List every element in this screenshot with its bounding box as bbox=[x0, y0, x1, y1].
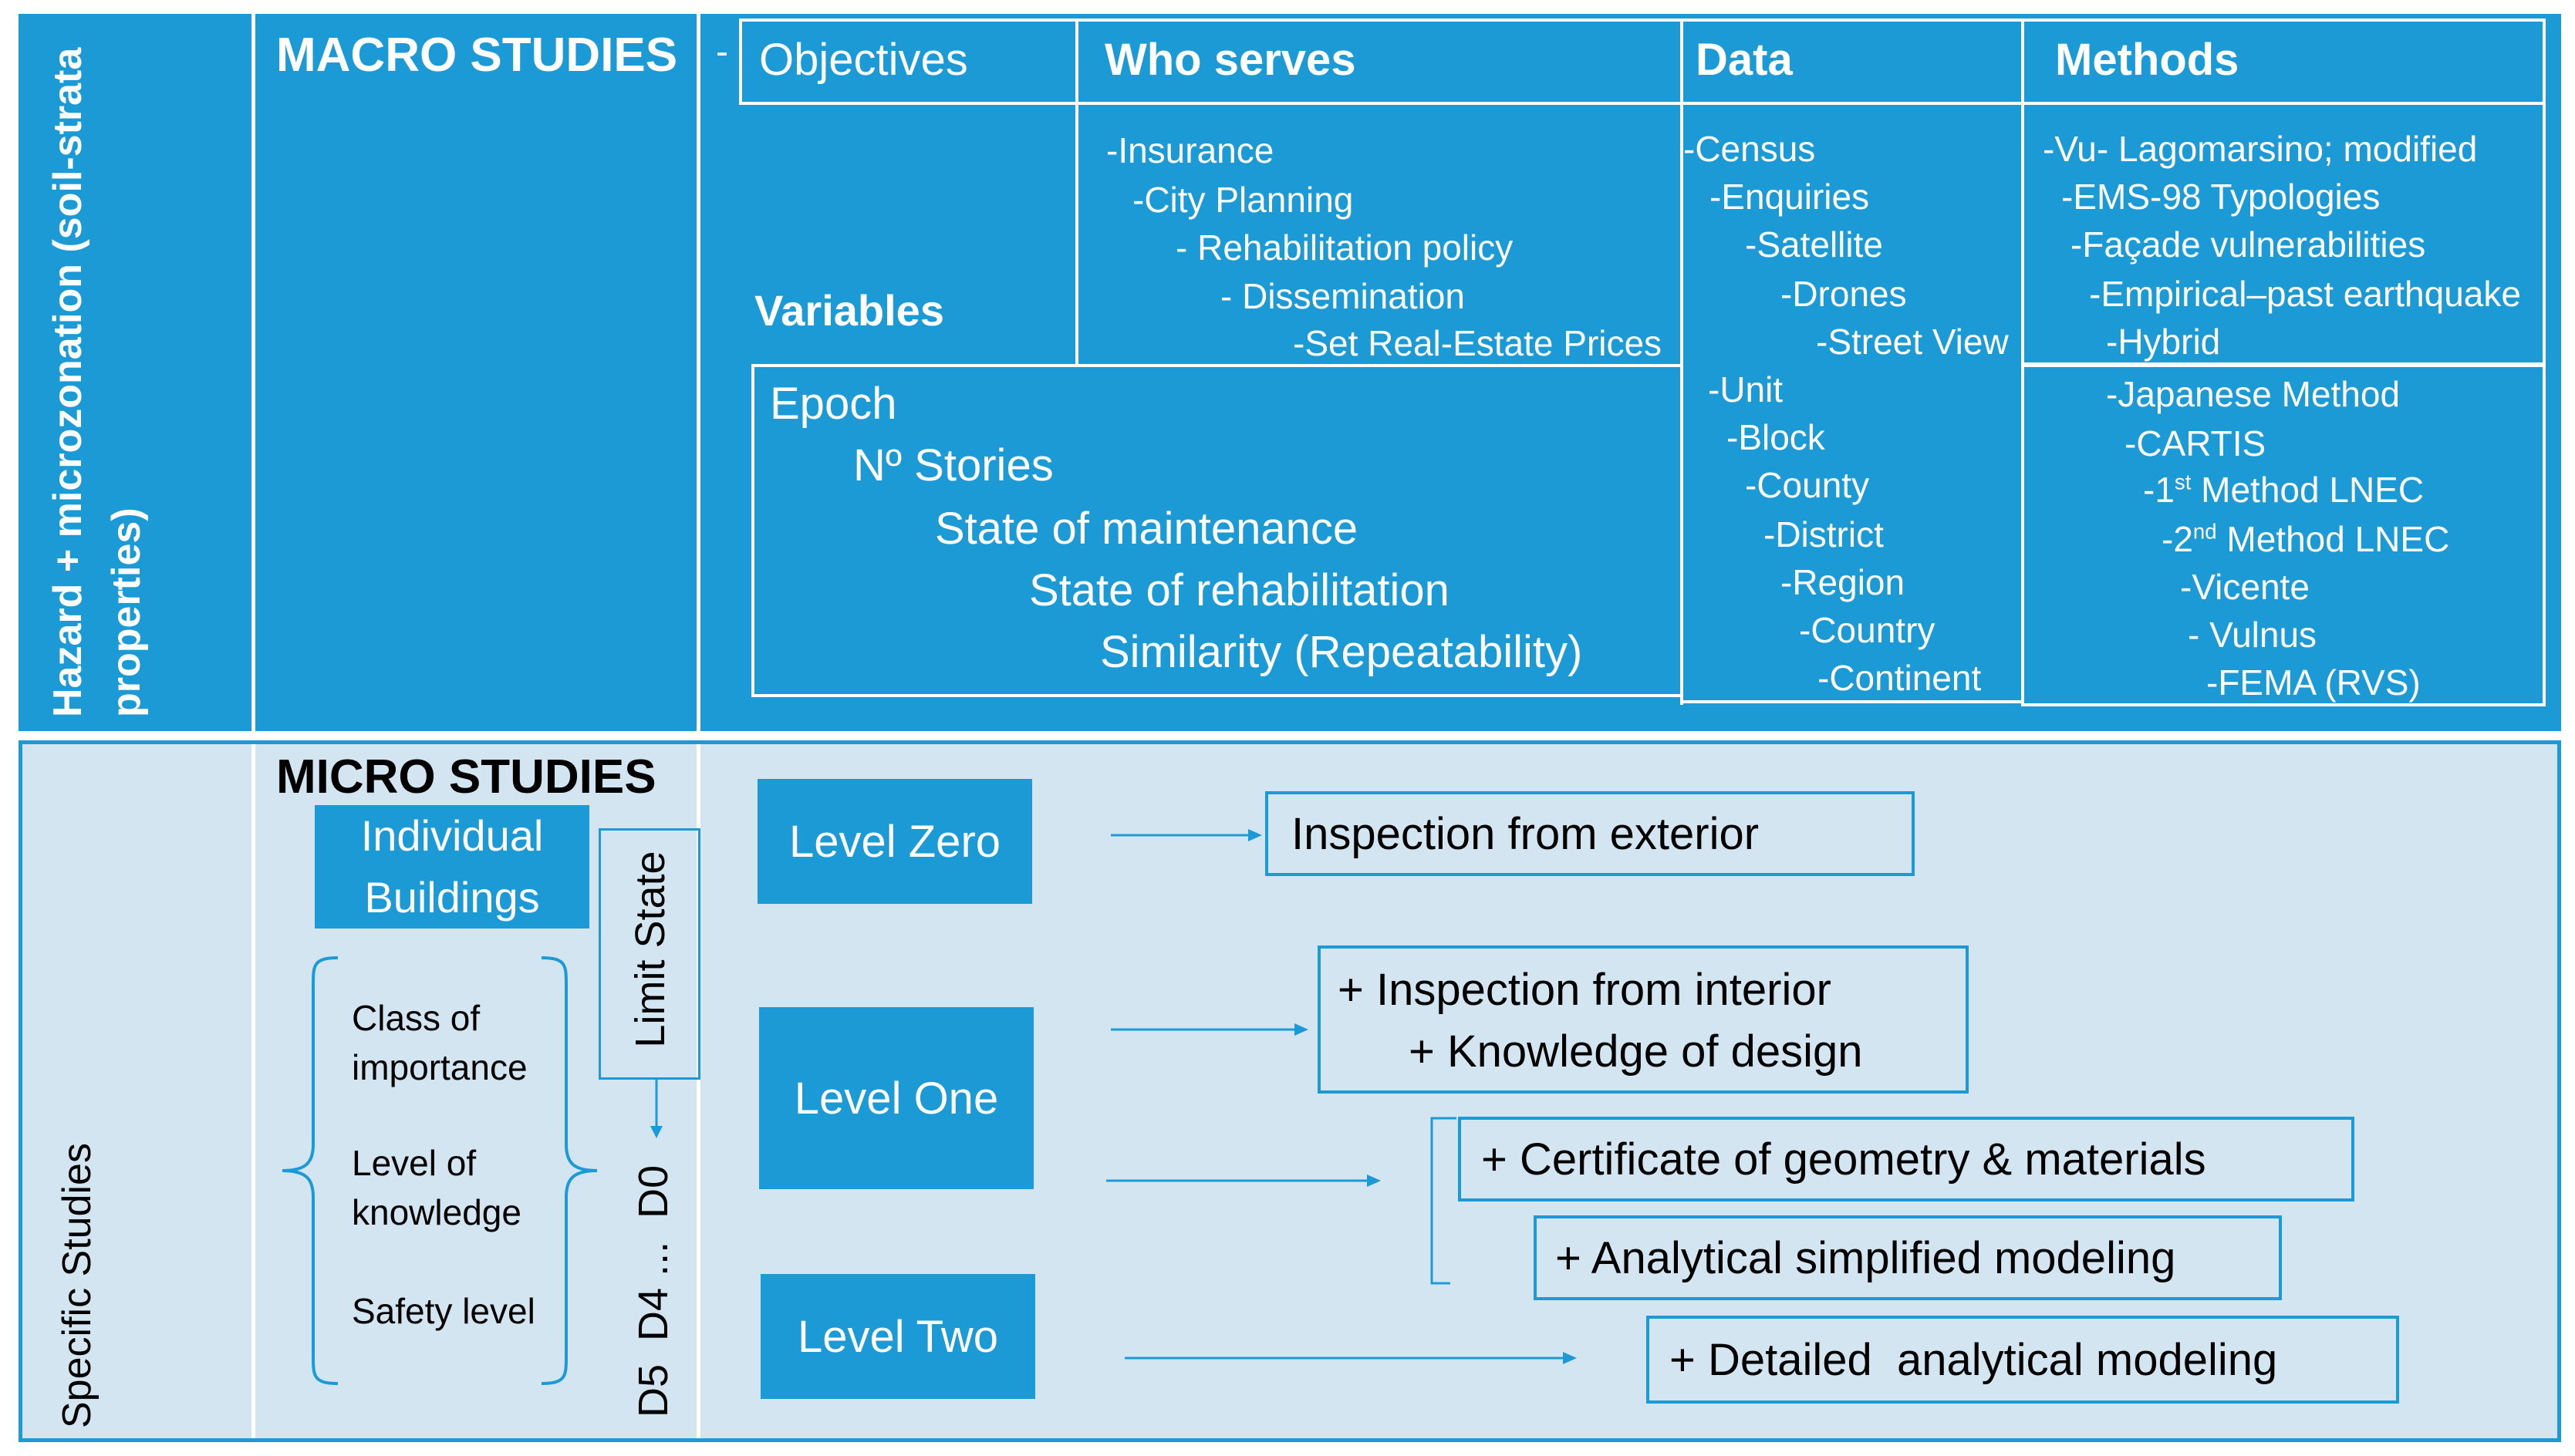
damage-states-label: D5 D4 ... D0 bbox=[630, 1164, 677, 1417]
arrow-level-one-second bbox=[1106, 1175, 1381, 1187]
header-objectives: Objectives bbox=[759, 35, 968, 85]
header-divider-3 bbox=[2021, 19, 2024, 705]
list-item: -Block bbox=[1726, 417, 1825, 457]
left-brace-icon bbox=[282, 956, 339, 1385]
list-item: -Street View bbox=[1816, 322, 2009, 362]
list-item: -Satellite bbox=[1745, 224, 1883, 265]
micro-title: MICRO STUDIES bbox=[276, 750, 656, 804]
variables-label: Variables bbox=[754, 286, 944, 335]
outcome-detailed-box: + Detailed analytical modeling bbox=[1646, 1316, 2399, 1404]
outcome-exterior-box: Inspection from exterior bbox=[1265, 791, 1915, 876]
header-divider-2 bbox=[1680, 19, 1683, 705]
list-item: -CARTIS bbox=[2124, 423, 2266, 463]
micro-divider-title bbox=[697, 744, 700, 1438]
list-item: -Empirical–past earthquake bbox=[2089, 274, 2521, 314]
outcome-simplified-box: + Analytical simplified modeling bbox=[1534, 1215, 2282, 1300]
list-item: - Rehabilitation policy bbox=[1176, 228, 1514, 268]
individual-buildings-box: Individual Buildings bbox=[315, 805, 589, 929]
list-item: -Census bbox=[1683, 129, 1816, 169]
list-item: -Drones bbox=[1780, 274, 1907, 314]
list-item: -2nd Method LNEC bbox=[2162, 519, 2450, 559]
level-two-box: Level Two bbox=[761, 1274, 1035, 1399]
level-one-box: Level One bbox=[759, 1007, 1034, 1189]
arrow-level-two bbox=[1125, 1352, 1577, 1364]
header-row bbox=[739, 19, 2546, 105]
header-divider-1 bbox=[1075, 19, 1078, 367]
list-item: Similarity (Repeatability) bbox=[1100, 627, 1583, 677]
outcome-design: + Knowledge of design bbox=[1409, 1026, 1863, 1077]
list-item: -Insurance bbox=[1106, 130, 1274, 170]
right-brace-icon bbox=[541, 956, 598, 1385]
list-item: -1st Method LNEC bbox=[2143, 470, 2425, 510]
outcome-interior: + Inspection from interior bbox=[1338, 965, 1831, 1015]
macro-section bbox=[19, 14, 2561, 731]
list-item: -Hybrid bbox=[2106, 322, 2221, 362]
limit-state-label: Limit State bbox=[627, 851, 673, 1048]
list-item: -District bbox=[1763, 514, 1884, 554]
list-item: -Façade vulnerabilities bbox=[2070, 224, 2426, 265]
methods-bottom-box bbox=[2021, 364, 2546, 706]
list-item: -Vu- Lagomarsino; modified bbox=[2043, 129, 2478, 169]
brace-item-class-of-importance: Class of importance bbox=[352, 998, 528, 1087]
header-who-serves: Who serves bbox=[1105, 35, 1356, 85]
list-item: -Country bbox=[1799, 610, 1935, 650]
limit-state-box bbox=[599, 828, 700, 1080]
macro-side-label: Hazard + microzonation (soil-strata prop… bbox=[46, 47, 149, 717]
arrow-level-one bbox=[1111, 1023, 1308, 1036]
list-item: -Enquiries bbox=[1709, 177, 1870, 217]
list-item: - Vulnus bbox=[2188, 615, 2317, 655]
list-item: -Set Real-Estate Prices bbox=[1293, 323, 1662, 363]
list-item: -Continent bbox=[1817, 658, 1982, 698]
level-zero-box: Level Zero bbox=[758, 779, 1032, 904]
arrow-level-zero bbox=[1111, 829, 1262, 841]
list-item: Epoch bbox=[770, 379, 897, 429]
list-item: - Dissemination bbox=[1220, 276, 1465, 316]
list-item: Nº Stories bbox=[853, 440, 1054, 490]
macro-divider-side bbox=[251, 14, 255, 731]
header-methods: Methods bbox=[2055, 35, 2239, 85]
macro-dash: - bbox=[716, 32, 728, 72]
header-data: Data bbox=[1696, 35, 1793, 85]
list-item: -Vicente bbox=[2180, 567, 2310, 607]
brace-item-safety-level: Safety level bbox=[352, 1291, 535, 1331]
outcome-level-one-box bbox=[1318, 945, 1969, 1094]
macro-divider-title bbox=[697, 14, 700, 731]
macro-title: MACRO STUDIES bbox=[276, 29, 678, 82]
list-item: -Region bbox=[1780, 562, 1905, 602]
list-item: -Japanese Method bbox=[2106, 374, 2401, 414]
micro-side-label: Specific Studies bbox=[55, 1143, 100, 1428]
list-item: State of maintenance bbox=[935, 504, 1358, 554]
brace-item-level-of-knowledge: Level of knowledge bbox=[352, 1143, 521, 1232]
group-bracket-icon bbox=[1430, 1117, 1456, 1285]
limit-state-arrow bbox=[650, 1078, 663, 1138]
list-item: -EMS-98 Typologies bbox=[2061, 177, 2381, 217]
list-item: -FEMA (RVS) bbox=[2206, 662, 2421, 703]
list-item: -City Planning bbox=[1132, 180, 1354, 220]
micro-divider-side bbox=[251, 744, 255, 1438]
list-item: -County bbox=[1745, 465, 1870, 505]
variables-box bbox=[751, 364, 1683, 697]
list-item: -Unit bbox=[1708, 369, 1784, 410]
outcome-certificate-box: + Certificate of geometry & materials bbox=[1458, 1117, 2354, 1202]
data-bottom-box bbox=[1683, 364, 2023, 703]
list-item: State of rehabilitation bbox=[1029, 565, 1449, 615]
